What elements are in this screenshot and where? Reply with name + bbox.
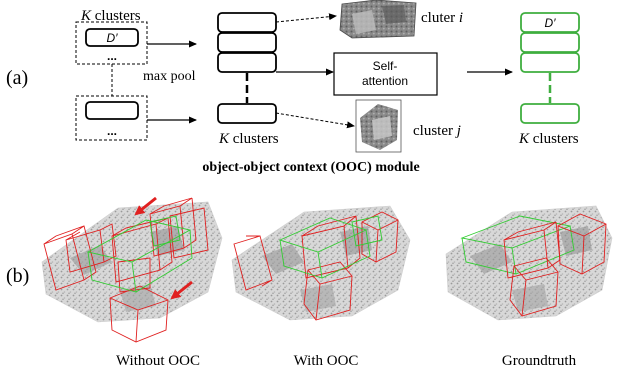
input-ellipsis-bottom: ... (107, 124, 117, 138)
scene-without-ooc (41, 196, 223, 343)
cluster-i-label: cluter i (421, 10, 463, 26)
middle-clusters-rest: clusters (229, 131, 279, 147)
output-feature-box-1 (520, 12, 580, 33)
scene-with-ooc (231, 205, 411, 321)
input-feature-label: D′ (107, 31, 119, 45)
scene-groundtruth-green-boxes (460, 215, 575, 275)
caption-groundtruth: Groundtruth (502, 353, 577, 369)
output-clusters-label: K clusters (518, 131, 579, 147)
input-clusters-label: K clusters (80, 8, 141, 24)
caption-without-ooc: Without OOC (116, 353, 200, 369)
ooc-module-caption: object-object context (OOC) module (202, 160, 419, 175)
scene-without-ooc-green-boxes (86, 215, 193, 293)
cluster-i-var: i (459, 10, 463, 26)
output-feature-box-3 (520, 52, 580, 73)
selfattention-box (333, 52, 438, 96)
input-cluster-dashed-box-bottom (75, 95, 148, 141)
middle-feature-box-3 (217, 52, 277, 73)
middle-clusters-var: K (218, 131, 230, 147)
scene-groundtruth (445, 205, 613, 321)
input-clusters-var: K (80, 8, 92, 24)
input-feature-box-top (85, 28, 139, 47)
cluster-j-var: j (455, 123, 461, 139)
middle-feature-box-2 (217, 32, 277, 53)
input-cluster-dashed-box-top (75, 21, 148, 65)
middle-clusters-label: K clusters (218, 131, 279, 147)
input-feature-box-bottom (85, 101, 139, 120)
selfattention-line1: Self- (373, 59, 398, 73)
panel-label-b: (b) (6, 265, 29, 287)
middle-feature-box-bottom (217, 103, 277, 124)
cluster-i-text: cluter (421, 10, 459, 26)
scene-without-ooc-red-boxes (43, 197, 209, 343)
scene-with-ooc-green-boxes (278, 215, 383, 279)
cluster-j-text: cluster (413, 123, 457, 139)
middle-feature-box-1 (217, 12, 277, 33)
cluster-i-thumbnail (338, 0, 418, 39)
max-pool-label: max pool (143, 69, 196, 84)
caption-with-ooc: With OOC (294, 353, 359, 369)
arrow-to-cluster-i (275, 13, 337, 23)
arrow-to-cluster-j (275, 112, 355, 129)
output-feature-box-bottom (520, 103, 580, 124)
cluster-j-label: cluster j (413, 123, 461, 139)
output-clusters-var: K (518, 131, 530, 147)
scene-groundtruth-red-boxes (503, 213, 607, 317)
red-arrow-top (134, 196, 157, 216)
output-clusters-rest: clusters (529, 131, 579, 147)
input-clusters-rest: clusters (91, 8, 141, 24)
cluster-j-thumbnail (355, 99, 402, 153)
input-ellipsis-top: ... (107, 49, 117, 63)
output-feature-box-2 (520, 32, 580, 53)
red-arrow-bottom (170, 280, 193, 300)
output-feature-label: D′ (545, 16, 557, 30)
selfattention-line2: attention (362, 74, 408, 88)
panel-label-a: (a) (6, 67, 28, 89)
